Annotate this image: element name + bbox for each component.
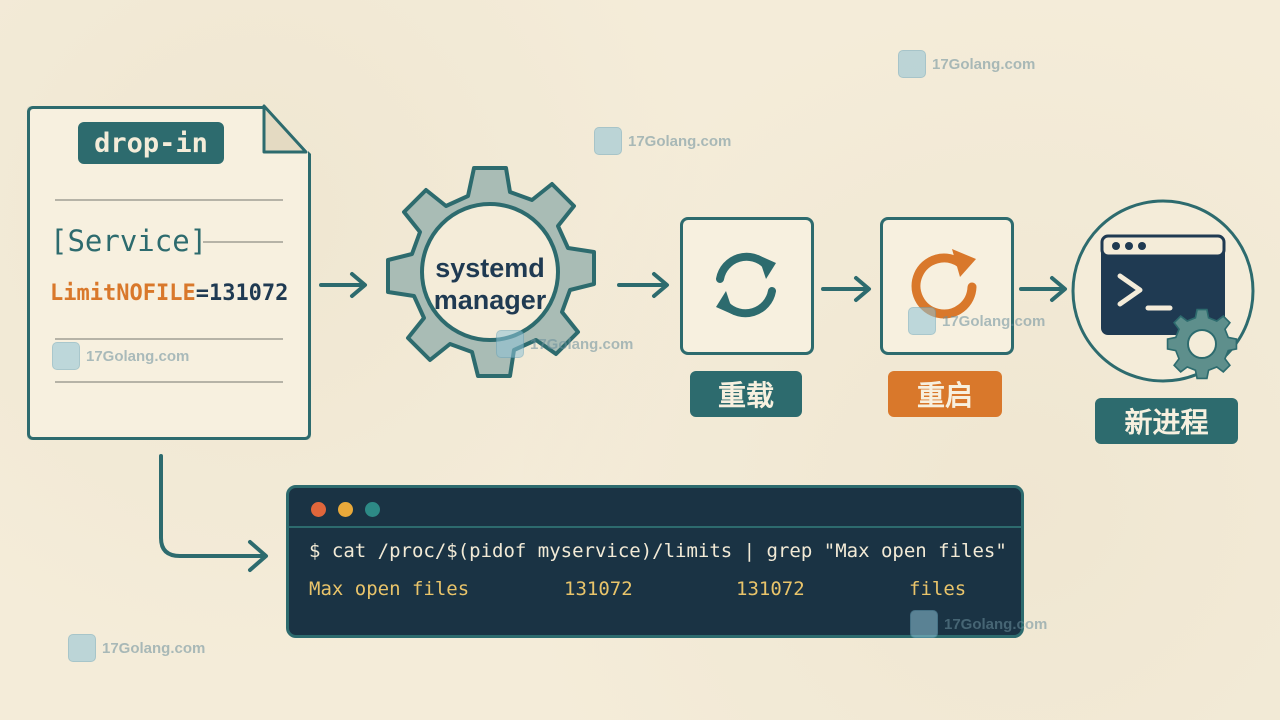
watermark: 17Golang.com bbox=[910, 610, 1047, 638]
doc-rule-1 bbox=[55, 199, 283, 201]
new-process-circle bbox=[1071, 199, 1255, 383]
watermark-logo-icon bbox=[898, 50, 926, 78]
reload-arrows-icon bbox=[716, 252, 776, 318]
watermark-logo-icon bbox=[908, 307, 936, 335]
watermark-logo-icon bbox=[496, 330, 524, 358]
watermark-logo-icon bbox=[52, 342, 80, 370]
watermark: 17Golang.com bbox=[68, 634, 205, 662]
watermark: 17Golang.com bbox=[898, 50, 1035, 78]
doc-rule-3 bbox=[55, 338, 283, 340]
new-process-label: 新进程 bbox=[1095, 398, 1238, 444]
doc-rule-4 bbox=[55, 381, 283, 383]
watermark: 17Golang.com bbox=[496, 330, 633, 358]
limit-nofile-line: LimitNOFILE=131072 bbox=[50, 281, 288, 306]
page-fold-icon bbox=[262, 104, 308, 154]
output-soft-limit: 131072 bbox=[564, 578, 633, 600]
watermark-text: 17Golang.com bbox=[942, 312, 1046, 330]
watermark-text: 17Golang.com bbox=[102, 639, 206, 657]
reload-step-box bbox=[680, 217, 814, 355]
reload-label: 重载 bbox=[690, 371, 802, 417]
terminal-window: $ cat /proc/$(pidof myservice)/limits | … bbox=[286, 485, 1024, 638]
systemd-manager-label: systemd manager bbox=[420, 252, 560, 316]
dropin-tag: drop-in bbox=[78, 122, 224, 164]
minimize-dot-icon bbox=[338, 502, 353, 517]
limit-key: LimitNOFILE bbox=[50, 281, 196, 306]
doc-rule-2 bbox=[203, 241, 283, 243]
watermark-text: 17Golang.com bbox=[86, 347, 190, 365]
limit-value: =131072 bbox=[195, 281, 289, 306]
watermark-text: 17Golang.com bbox=[944, 615, 1048, 633]
close-dot-icon bbox=[311, 502, 326, 517]
arrow-right-icon bbox=[1019, 276, 1067, 302]
maximize-dot-icon bbox=[365, 502, 380, 517]
watermark-text: 17Golang.com bbox=[932, 55, 1036, 73]
watermark-text: 17Golang.com bbox=[530, 335, 634, 353]
restart-label: 重启 bbox=[888, 371, 1002, 417]
terminal-command: $ cat /proc/$(pidof myservice)/limits | … bbox=[309, 540, 1007, 562]
watermark-logo-icon bbox=[594, 127, 622, 155]
watermark: 17Golang.com bbox=[52, 342, 189, 370]
arrow-right-icon bbox=[319, 272, 367, 298]
arrow-right-icon bbox=[617, 272, 669, 298]
service-section-header: [Service] bbox=[50, 224, 208, 258]
gear-line-2: manager bbox=[433, 285, 547, 315]
restart-arrow-icon bbox=[911, 249, 977, 319]
elbow-arrow-icon bbox=[159, 454, 268, 572]
output-unit: files bbox=[909, 578, 967, 600]
arrow-right-icon bbox=[821, 276, 871, 302]
restart-step-box bbox=[880, 217, 1014, 355]
watermark: 17Golang.com bbox=[594, 127, 731, 155]
output-name: Max open files bbox=[309, 578, 470, 600]
terminal-title-bar bbox=[289, 488, 1021, 528]
watermark-text: 17Golang.com bbox=[628, 132, 732, 150]
systemd-gear-icon bbox=[386, 166, 596, 378]
gear-line-1: systemd bbox=[435, 253, 545, 283]
watermark: 17Golang.com bbox=[908, 307, 1045, 335]
watermark-logo-icon bbox=[68, 634, 96, 662]
watermark-logo-icon bbox=[910, 610, 938, 638]
output-hard-limit: 131072 bbox=[736, 578, 805, 600]
